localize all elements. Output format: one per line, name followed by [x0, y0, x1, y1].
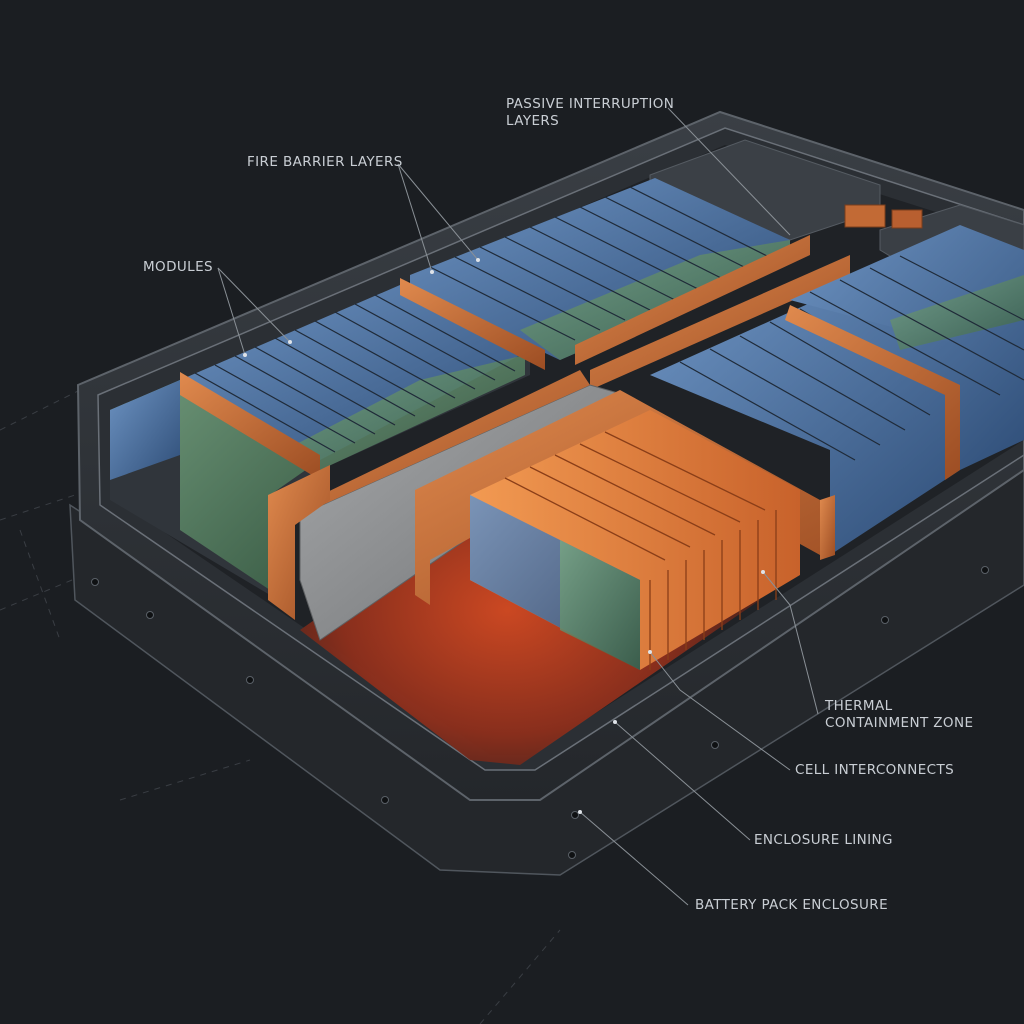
module-right: [650, 225, 1024, 555]
callout-fire-barrier-layers: FIRE BARRIER LAYERS: [247, 154, 403, 170]
barrier-plates-back: [180, 235, 850, 480]
leader-passive-interruption: [667, 107, 791, 236]
leader-modules-2: [217, 267, 291, 343]
callout-thermal-containment-zone: THERMAL CONTAINMENT ZONE: [825, 698, 973, 732]
module-thermal-zone: [470, 410, 800, 670]
callout-cell-interconnects: CELL INTERCONNECTS: [795, 762, 955, 778]
callout-thermal-line-2: CONTAINMENT ZONE: [825, 715, 974, 731]
fire-barrier-edge: [290, 370, 590, 515]
leader-interconnects: [649, 651, 791, 771]
leader-enclosure: [579, 811, 689, 906]
callout-thermal-line-1: THERMAL: [825, 698, 893, 714]
callout-modules: MODULES: [143, 259, 213, 275]
leader-fire-barrier-1: [397, 163, 433, 273]
callout-passive-line-2: LAYERS: [506, 113, 560, 129]
barrier-plate-front-left: [268, 465, 330, 620]
callout-passive-interruption-layers: PASSIVE INTERRUPTION LAYERS: [506, 96, 674, 130]
callout-enclosure-lining: ENCLOSURE LINING: [754, 832, 893, 848]
module-back-left: [110, 285, 530, 595]
barrier-plate-mid: [820, 495, 835, 560]
leader-dots: [243, 258, 765, 814]
leader-modules-1: [217, 267, 246, 356]
leader-thermal: [762, 571, 819, 715]
callout-passive-line-1: PASSIVE INTERRUPTION: [506, 96, 675, 112]
mounting-holes: [91, 566, 989, 859]
leader-enclosure-lining: [614, 721, 751, 841]
module-back-center: [410, 178, 790, 360]
connector-block: [844, 204, 923, 229]
containment-back-plate: [415, 390, 820, 605]
callout-battery-pack-enclosure: BATTERY PACK ENCLOSURE: [695, 897, 889, 913]
leader-lines: [217, 107, 819, 906]
leader-fire-barrier-2: [397, 163, 479, 261]
